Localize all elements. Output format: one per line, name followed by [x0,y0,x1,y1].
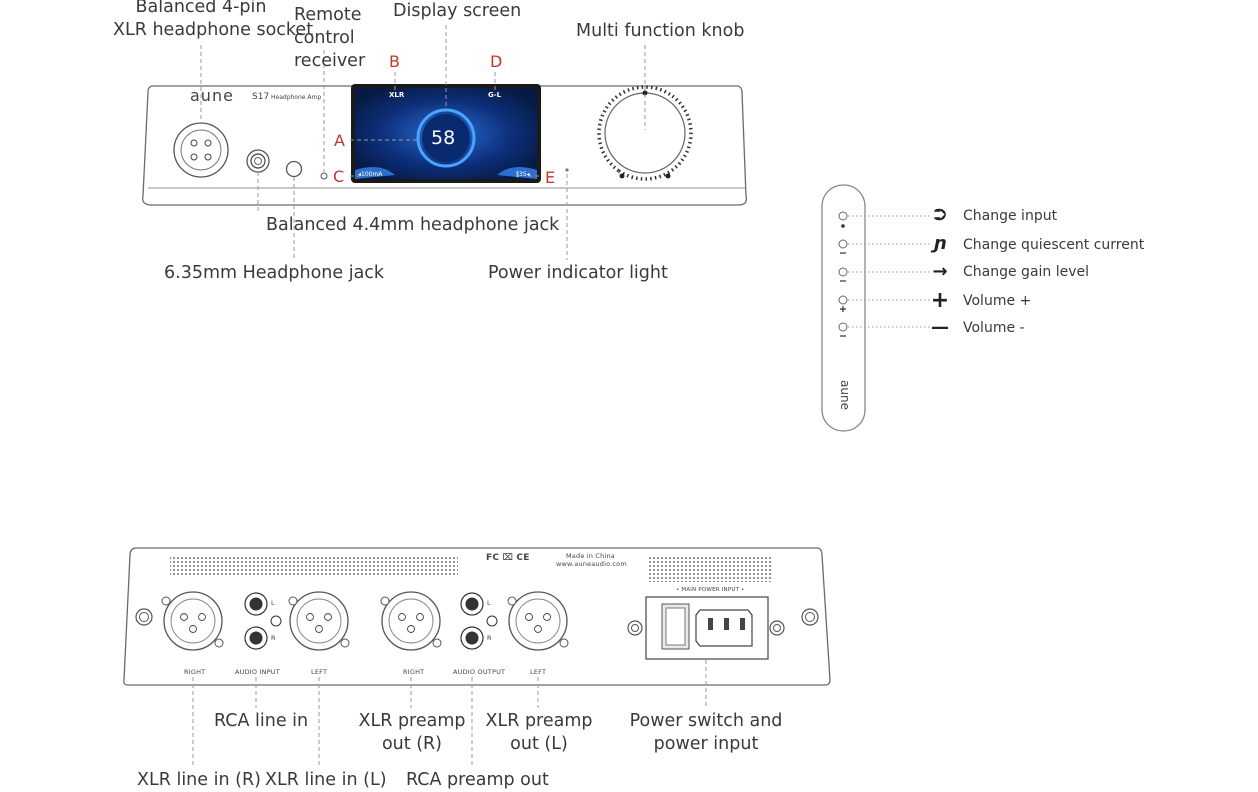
label-xlr-preamp-out-r: XLR preamp out (R) [358,711,466,754]
label-xlr-line-in-l: XLR line in (L) [265,770,387,790]
marker-a: A [334,131,345,150]
rear-panel [123,547,831,686]
label-jack-44mm: Balanced 4.4mm headphone jack [266,215,560,235]
screen-input: XLR [389,91,405,99]
label-rca-preamp-out: RCA preamp out [406,770,549,790]
front-model-sub: Headphone Amp [271,94,322,101]
screen-level: ‖35◂ [516,171,530,178]
input-icon: ⮊ [933,205,947,224]
label-remote-receiver: Remote control receiver [294,5,366,71]
rear-label-audio-input: AUDIO INPUT [235,668,280,676]
made-in-china: Made in China [566,552,615,560]
remote-label-current: Change quiescent current [963,237,1145,253]
jack-635mm [285,160,303,178]
rca-in-r: R [271,634,276,642]
cert-marks: FC ⌧ CE [486,553,530,563]
label-power-light: Power indicator light [488,263,668,283]
front-model: S17 [252,92,270,102]
marker-e: E [545,168,556,187]
rear-label-right-2: RIGHT [403,668,425,676]
marker-c: C [333,167,345,186]
screen-volume: 58 [431,127,456,149]
website: www.auneaudio.com [556,560,627,568]
label-display-screen: Display screen [393,1,522,21]
label-jack-635mm: 6.35mm Headphone jack [164,263,385,283]
screen-current: ◂100mA [358,171,383,178]
label-xlr-line-in-r: XLR line in (R) [137,770,261,790]
rca-out-l: L [487,599,491,607]
current-icon: ɲ [933,233,947,254]
remote-brand-logo: aune [838,380,852,410]
remote-label-gain: Change gain level [963,264,1090,280]
label-rca-line-in: RCA line in [214,711,309,731]
remote-label-vol-up: Volume + [963,293,1032,309]
label-power-switch-input: Power switch and power input [629,711,783,754]
plus-icon: + [930,288,950,313]
remote-control [821,184,866,432]
rca-in-l: L [271,599,275,607]
rear-label-left-2: LEFT [530,668,547,676]
front-brand-logo: aune [190,86,234,105]
rca-out-r: R [487,634,492,642]
rear-label-left-1: LEFT [311,668,328,676]
screen-gain: G-L [488,91,502,99]
remote-receiver [320,172,328,180]
remote-label-input: Change input [963,208,1058,224]
label-multifunction-knob: Multi function knob [576,21,745,41]
marker-d: D [490,52,503,71]
power-light [565,168,569,172]
label-xlr-preamp-out-l: XLR preamp out (L) [485,711,593,754]
arrow-right-icon: → [932,261,948,282]
rear-label-audio-output: AUDIO OUTPUT [453,668,506,676]
remote-label-vol-down: Volume - [963,320,1025,336]
rear-label-right-1: RIGHT [184,668,206,676]
label-xlr-4pin-socket: Balanced 4-pin XLR headphone socket [113,0,314,40]
main-power-input-title: • MAIN POWER INPUT • [676,587,745,593]
minus-icon: — [931,317,949,338]
marker-b: B [389,52,400,71]
